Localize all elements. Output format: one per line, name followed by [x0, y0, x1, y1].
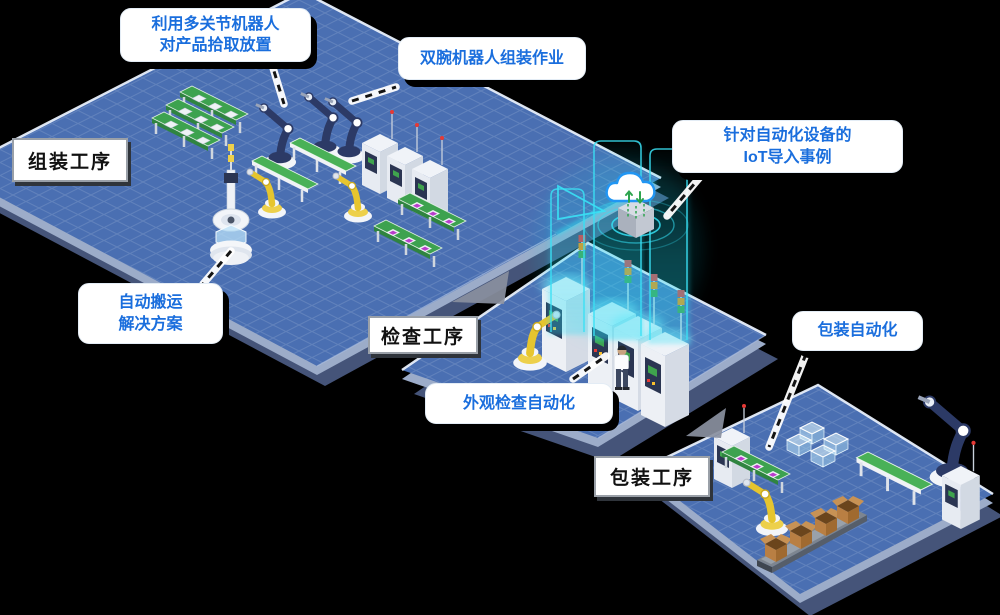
callout-line: 针对自动化设备的	[723, 127, 852, 145]
cyan-triangle-icon	[557, 184, 607, 221]
callout-line: 外观检查自动化	[462, 394, 575, 412]
callout-line: 包装自动化	[817, 322, 898, 340]
callout-line: 利用多关节机器人	[151, 15, 280, 33]
callout-line: 对产品拾取放置	[159, 37, 272, 54]
callout-packaging-automation: 包装自动化	[792, 311, 923, 351]
dashed-connectors	[199, 54, 810, 451]
process-label-text: 检查工序	[380, 326, 465, 348]
callout-line: 自动搬运	[118, 294, 183, 312]
callout-pick-and-place: 利用多关节机器人 对产品拾取放置	[120, 8, 311, 62]
data-stream	[627, 204, 645, 220]
callout-line: 双腕机器人组装作业	[419, 49, 564, 67]
process-flow-arrow-icon	[452, 271, 726, 438]
platform-edge-highlight	[639, 383, 994, 496]
cloud-sync-icon	[605, 171, 656, 205]
callout-agv-solution: 自动搬运 解决方案	[78, 283, 223, 344]
process-label-inspection: 检查工序	[368, 316, 478, 354]
callout-line: 解决方案	[118, 315, 183, 333]
outfeed-machine	[941, 440, 981, 530]
callout-line: IoT导入事例	[743, 148, 832, 166]
process-label-packaging: 包装工序	[594, 456, 710, 497]
platform-edge	[316, 233, 557, 367]
process-label-assembly: 组装工序	[12, 138, 128, 182]
person	[614, 345, 630, 390]
process-label-text: 包装工序	[609, 468, 694, 489]
process-label-text: 组装工序	[27, 151, 112, 173]
box-conveyor	[757, 496, 867, 573]
platform-grid	[0, 0, 661, 366]
platform-edge-highlight	[0, 0, 662, 180]
cyan-beams	[533, 140, 703, 344]
callout-iot-case: 针对自动化设备的 IoT导入事例	[672, 120, 903, 173]
callout-visual-inspection: 外观检查自动化	[425, 383, 613, 424]
callout-dual-arm-assembly: 双腕机器人组装作业	[398, 37, 586, 80]
